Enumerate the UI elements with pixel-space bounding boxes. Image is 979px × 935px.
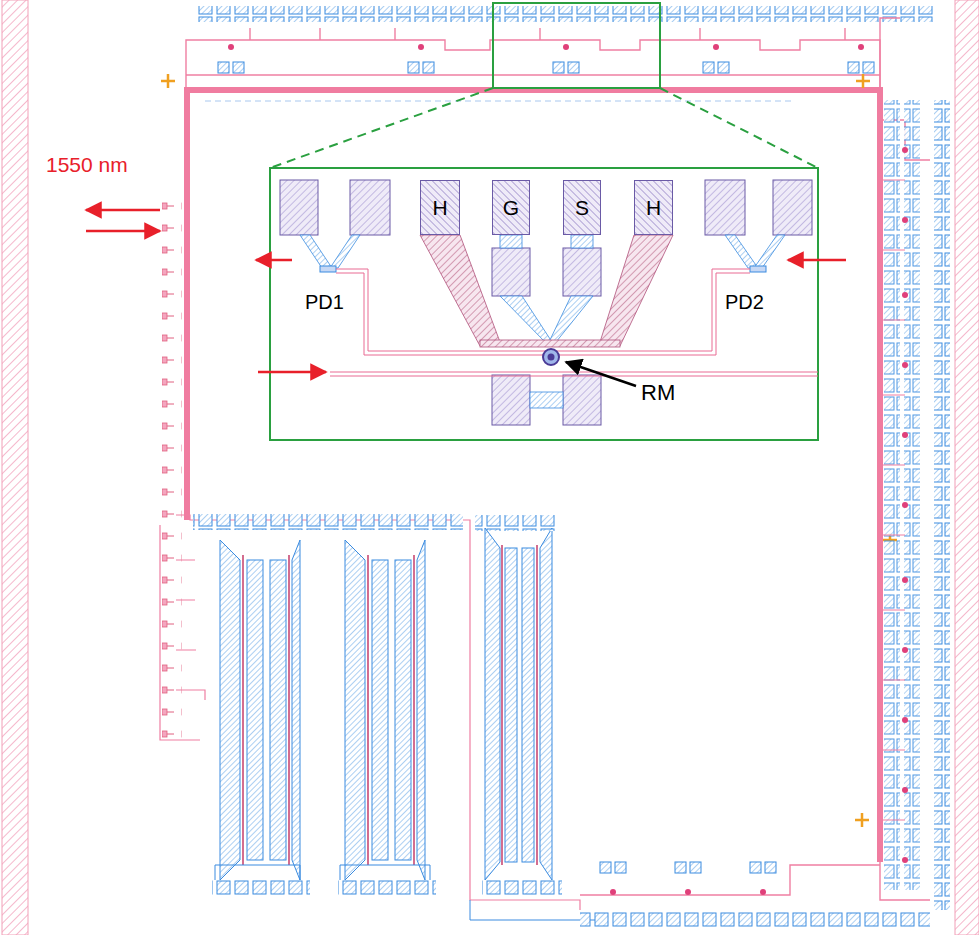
ring-modulator [543, 349, 559, 365]
ring-modulator [548, 354, 555, 361]
pad-row [580, 912, 930, 928]
inset-panel [270, 168, 818, 440]
pad-row [196, 6, 934, 22]
pad-letter: S [574, 197, 590, 218]
grating-coupler-array [162, 200, 182, 740]
waveguide-routing [160, 515, 580, 910]
detector-feed [300, 235, 785, 408]
pad-row [193, 514, 463, 530]
light-arrow [788, 259, 846, 262]
pad-column [934, 100, 950, 910]
bond-pad [280, 180, 812, 425]
photodetector [320, 266, 766, 272]
component-label: PD1 [305, 291, 344, 313]
leader-arrow [566, 362, 636, 386]
ground-frame [187, 90, 880, 862]
pad-cluster [218, 44, 874, 73]
light-arrow [86, 209, 160, 212]
contact-pad: H [634, 180, 673, 235]
component-label: RM [641, 381, 675, 405]
pad-letter: G [502, 197, 520, 218]
electrode-array [212, 515, 600, 920]
zoom-guide [270, 88, 493, 168]
pad-cluster [580, 862, 930, 900]
light-arrow [258, 371, 326, 374]
component-label: PD2 [725, 291, 764, 313]
chip-edge-band [955, 0, 979, 935]
contact-pad: G [492, 180, 530, 235]
dashed-guide [205, 101, 795, 102]
heater-feed [420, 235, 673, 347]
pad-letter: H [645, 197, 662, 218]
light-arrow [256, 259, 292, 262]
contact-pad: H [420, 180, 460, 235]
pad-letter: H [431, 197, 448, 218]
wavelength-label: 1550 nm [46, 153, 128, 176]
light-arrow [86, 230, 160, 233]
waveguide [330, 269, 818, 376]
chip-edge-band [2, 0, 28, 935]
pad-cluster [880, 100, 920, 890]
zoom-region [493, 3, 660, 88]
zoom-guide [660, 88, 818, 168]
contact-pad: S [563, 180, 601, 235]
